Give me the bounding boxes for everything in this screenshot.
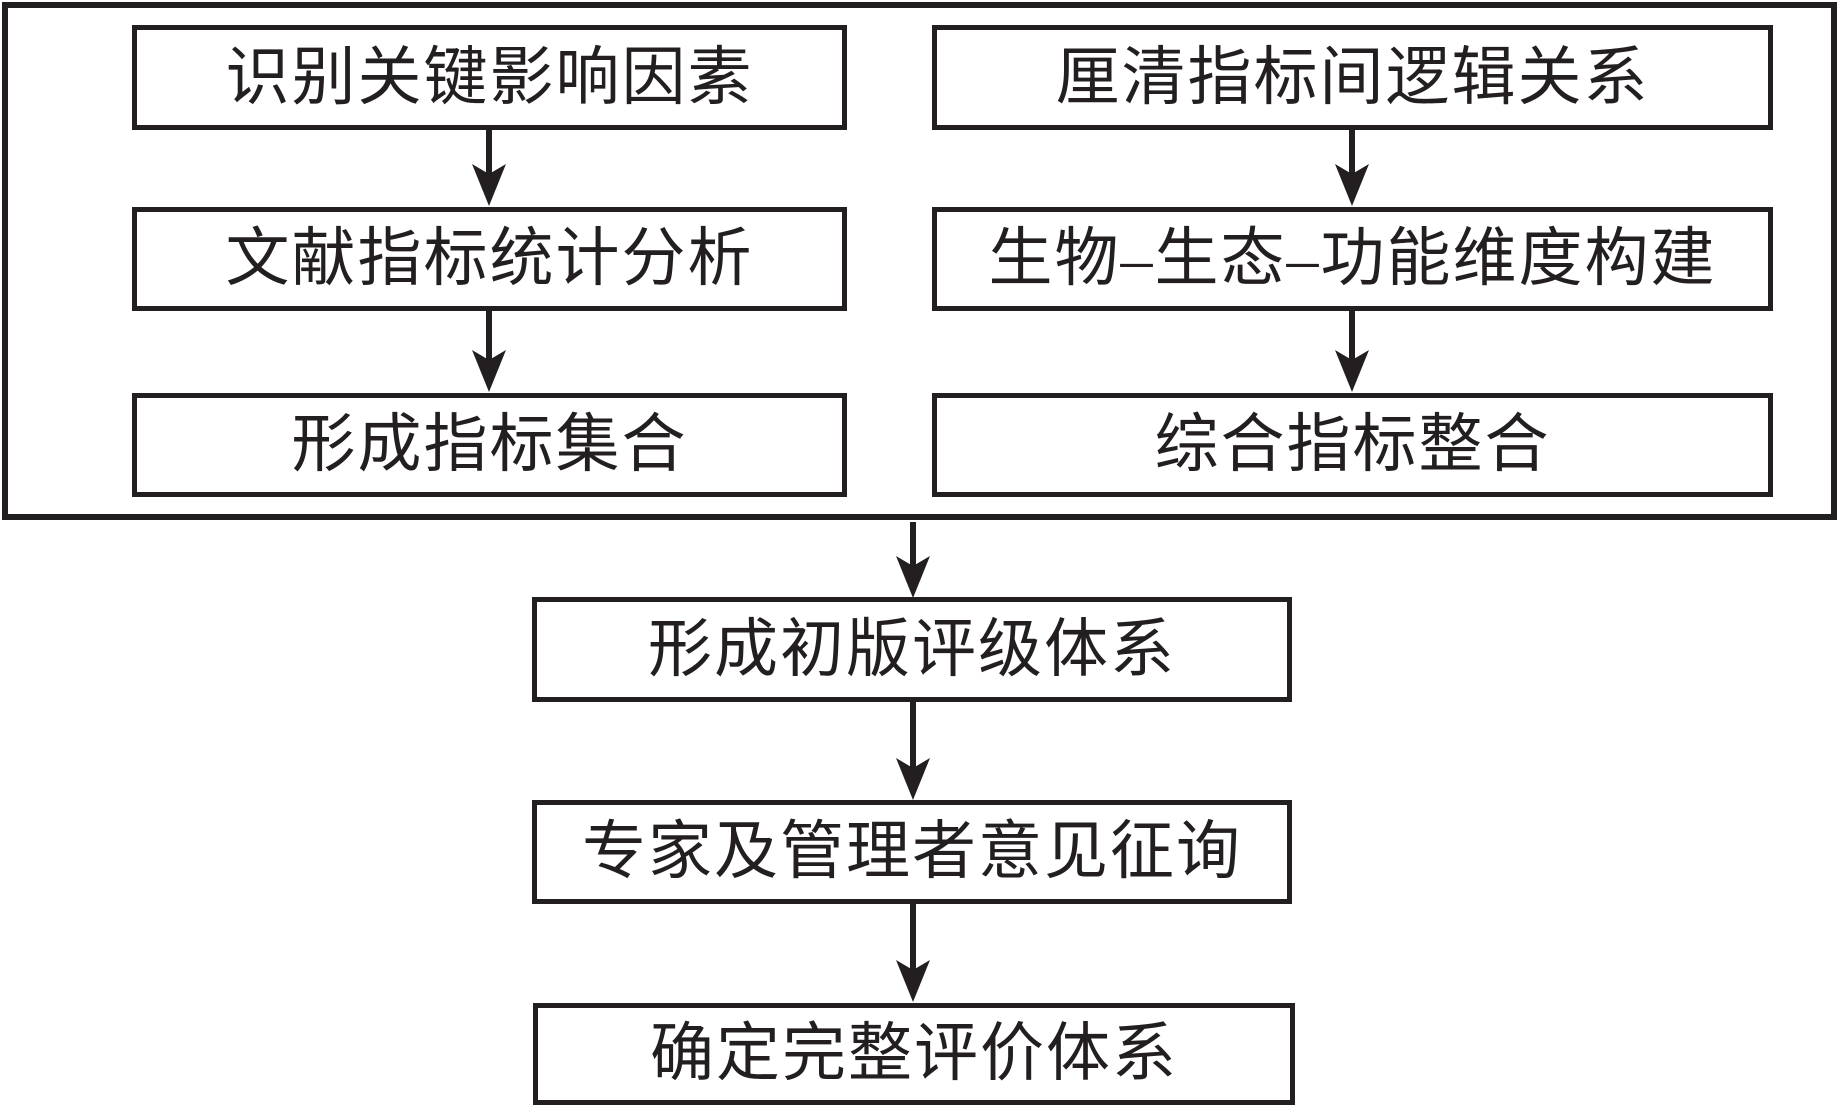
- arrow-down-icon: [896, 522, 930, 598]
- node-bio-eco-function-dimension-construction: 生物–生态–功能维度构建: [932, 207, 1773, 311]
- node-label: 形成指标集合: [291, 409, 688, 480]
- node-determine-complete-evaluation-system: 确定完整评价体系: [533, 1003, 1295, 1105]
- node-label: 确定完整评价体系: [650, 1018, 1178, 1089]
- node-label: 生物–生态–功能维度构建: [988, 223, 1717, 294]
- node-identify-key-influencing-factors: 识别关键影响因素: [132, 25, 847, 130]
- arrow-down-icon: [472, 130, 506, 206]
- node-label: 综合指标整合: [1154, 409, 1551, 480]
- node-literature-indicator-statistical-analysis: 文献指标统计分析: [132, 207, 847, 311]
- node-label: 厘清指标间逻辑关系: [1055, 41, 1650, 113]
- arrow-down-icon: [472, 310, 506, 392]
- node-form-indicator-set: 形成指标集合: [132, 393, 847, 497]
- node-label: 形成初版评级体系: [648, 613, 1176, 685]
- arrow-down-icon: [896, 902, 930, 1002]
- arrow-down-icon: [896, 701, 930, 800]
- node-clarify-logical-relations-between-indicators: 厘清指标间逻辑关系: [932, 25, 1773, 130]
- node-comprehensive-indicator-integration: 综合指标整合: [932, 393, 1773, 497]
- node-label: 文献指标统计分析: [225, 223, 754, 294]
- arrow-down-icon: [1335, 130, 1369, 206]
- node-expert-and-manager-opinion-consultation: 专家及管理者意见征询: [532, 800, 1292, 904]
- node-label: 专家及管理者意见征询: [582, 816, 1242, 887]
- node-form-initial-rating-system: 形成初版评级体系: [532, 597, 1292, 702]
- node-label: 识别关键影响因素: [225, 41, 754, 113]
- arrow-down-icon: [1335, 310, 1369, 392]
